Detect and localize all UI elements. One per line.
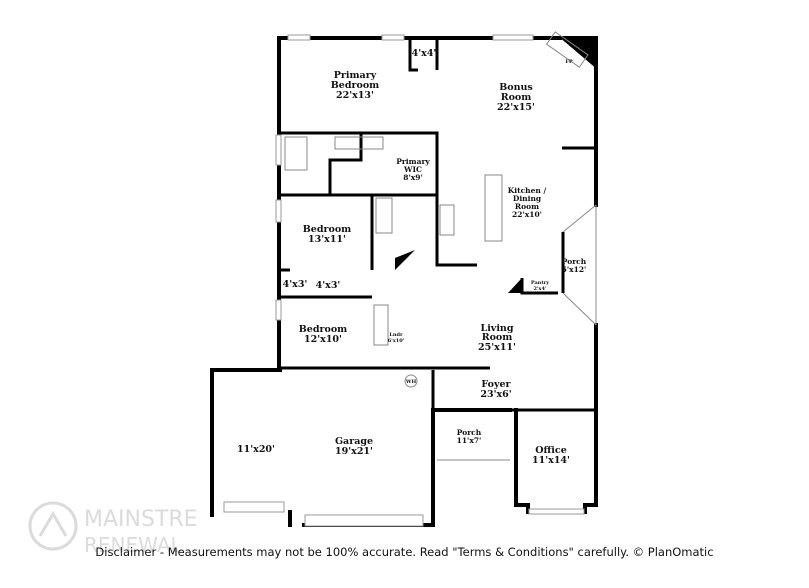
pantry-label: Pantry	[531, 280, 550, 286]
laundry-size: 6'x10'	[388, 338, 405, 344]
logo-line-2: RENEWAL	[84, 533, 182, 557]
kitchen-label: Kitchen /	[508, 186, 547, 195]
bedroom-2-size: 12'x10'	[304, 334, 342, 345]
kitchen-label-2: Dining	[513, 194, 542, 203]
closet-b-size: 4'x3'	[316, 280, 341, 291]
side-porch-label: Porch	[562, 257, 587, 266]
kitchen-size: 22'x10'	[512, 210, 542, 219]
room-labels: Primary Bedroom 22'x13' 4'x4' Bonus Room…	[237, 48, 587, 466]
living-room-size: 25'x11'	[478, 342, 516, 353]
fireplace-corner	[558, 36, 598, 70]
primary-wic-label-2: WIC	[403, 165, 422, 174]
windows	[223, 34, 597, 527]
side-porch-size: 5'x12'	[562, 265, 587, 274]
bonus-room-label: Bonus	[499, 82, 533, 93]
kitchen-label-3: Room	[515, 202, 539, 211]
water-heater-label: WH	[405, 379, 417, 385]
primary-bedroom-label: Primary	[334, 70, 377, 81]
front-porch-label: Porch	[457, 428, 482, 437]
bedroom-1-size: 13'x11'	[308, 234, 346, 245]
disclaimer-text: Disclaimer - Measurements may not be 100…	[95, 545, 714, 559]
front-porch-size: 11'x7'	[457, 436, 482, 445]
fixtures	[284, 31, 589, 388]
pantry-size: 2'x4'	[533, 286, 546, 292]
office-size: 11'x14'	[532, 455, 570, 466]
closet-4x4-size: 4'x4'	[412, 48, 437, 59]
fireplace-label: FP	[565, 59, 573, 65]
primary-bedroom-size: 22'x13'	[336, 90, 374, 101]
bonus-room-label-2: Room	[501, 92, 532, 103]
garage-label: Garage	[335, 436, 373, 447]
svg-text:Primary: Primary	[334, 70, 377, 81]
foyer-label: Foyer	[481, 379, 511, 390]
living-room-label-2: Room	[482, 332, 513, 343]
office-label: Office	[535, 445, 567, 456]
primary-bedroom-label-2: Bedroom	[331, 80, 379, 91]
garage-bay-size: 11'x20'	[237, 444, 275, 455]
primary-wic-size: 8'x9'	[403, 173, 423, 182]
bonus-room-size: 22'x15'	[497, 102, 535, 113]
logo-line-1: MAINSTREET	[84, 507, 198, 532]
closet-a-size: 4'x3'	[283, 279, 308, 290]
interior-walls	[279, 38, 596, 412]
laundry-label: Lndr	[389, 332, 403, 338]
living-room-label: Living	[481, 323, 514, 334]
bedroom-1-label: Bedroom	[303, 224, 351, 235]
garage-size: 19'x21'	[335, 446, 373, 457]
foyer-size: 23'x6'	[480, 389, 511, 400]
bedroom-2-label: Bedroom	[299, 324, 347, 335]
primary-wic-label: Primary	[396, 157, 430, 166]
